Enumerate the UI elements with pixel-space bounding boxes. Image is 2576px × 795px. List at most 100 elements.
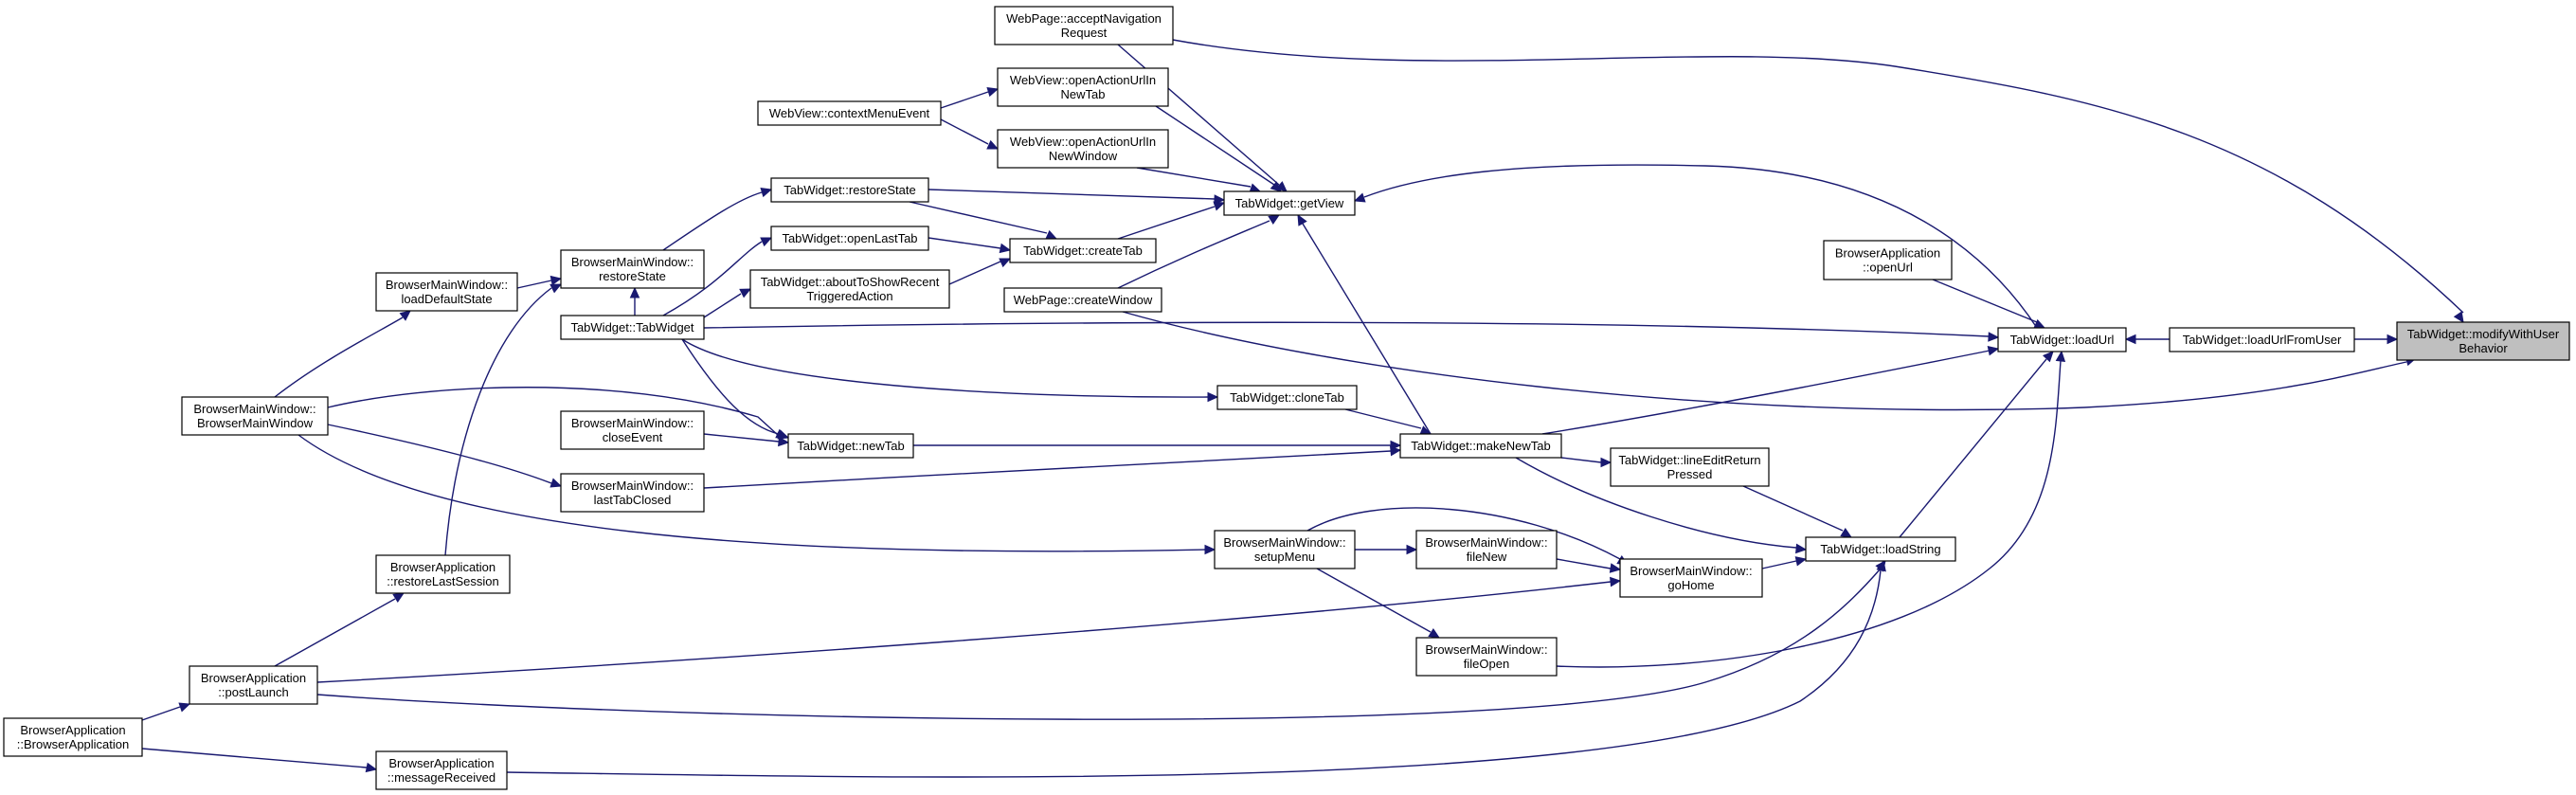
edge-tabWidgetCtor-to-cloneTab — [681, 338, 1219, 403]
edge-fileNew-to-goHome — [1556, 558, 1622, 573]
node-label: BrowserMainWindow:: — [1425, 642, 1547, 657]
node-bmwRestoreState[interactable]: BrowserMainWindow::restoreState — [560, 249, 705, 289]
arrowhead — [2387, 334, 2399, 345]
node-makeNewTab[interactable]: TabWidget::makeNewTab — [1399, 433, 1562, 459]
arrowhead — [760, 237, 773, 247]
node-openLastTab[interactable]: TabWidget::openLastTab — [770, 226, 929, 251]
node-label: TabWidget::lineEditReturn — [1618, 453, 1760, 467]
edge-openActionUrlInNewWindow-to-getView — [1136, 167, 1262, 193]
arrowhead — [1610, 576, 1622, 587]
edge-line — [1556, 558, 1612, 569]
arrowhead — [778, 436, 790, 447]
arrowhead — [178, 702, 191, 713]
arrowhead — [760, 188, 773, 198]
node-aboutToShowRecentTriggeredAction[interactable]: TabWidget::aboutToShowRecentTriggeredAct… — [749, 269, 950, 309]
node-box — [560, 315, 705, 340]
edge-line — [506, 569, 1882, 778]
node-box — [1223, 190, 1356, 216]
node-lastTabClosed[interactable]: BrowserMainWindow::lastTabClosed — [560, 473, 705, 513]
edge-line — [948, 261, 1001, 285]
edge-postLaunch-to-restoreLastSession — [274, 592, 405, 667]
edge-acceptNavigationRequest-to-modifyWithUserBehavior — [1172, 39, 2464, 324]
node-contextMenuEvent[interactable]: WebView::contextMenuEvent — [757, 100, 942, 126]
edge-baCtor-to-messageReceived — [141, 748, 378, 773]
edge-tabWidgetCtor-to-openLastTab — [662, 237, 773, 316]
arrowhead — [777, 429, 790, 440]
edge-postLaunch-to-goHome — [316, 576, 1622, 683]
node-label: WebView::contextMenuEvent — [769, 106, 930, 120]
node-fileOpen[interactable]: BrowserMainWindow::fileOpen — [1415, 637, 1558, 677]
edge-line — [327, 387, 780, 437]
node-label: TabWidget::loadUrl — [2010, 333, 2115, 347]
node-label: TabWidget::cloneTab — [1230, 390, 1344, 405]
node-box — [1009, 238, 1157, 263]
node-restoreState[interactable]: TabWidget::restoreState — [770, 177, 929, 203]
arrowhead — [999, 243, 1012, 254]
node-messageReceived[interactable]: BrowserApplication::messageReceived — [375, 750, 508, 790]
node-setupMenu[interactable]: BrowserMainWindow::setupMenu — [1214, 530, 1356, 569]
node-createTab[interactable]: TabWidget::createTab — [1009, 238, 1157, 263]
node-label: fileOpen — [1464, 657, 1509, 671]
edge-tabWidgetCtor-to-loadUrl — [703, 321, 2000, 342]
node-label: TabWidget::openLastTab — [782, 231, 917, 245]
edge-line — [1541, 350, 1991, 435]
node-openUrl[interactable]: BrowserApplication::openUrl — [1823, 240, 1953, 280]
edge-line — [274, 316, 404, 398]
edge-line — [297, 434, 1206, 552]
node-label: BrowserMainWindow:: — [1630, 564, 1752, 578]
node-label: TriggeredAction — [806, 289, 892, 303]
edge-line — [1932, 279, 2038, 323]
node-label: BrowserMainWindow:: — [571, 416, 694, 430]
edge-line — [703, 293, 742, 318]
node-label: WebView::openActionUrlIn — [1010, 135, 1156, 149]
node-box — [560, 249, 705, 289]
node-newTab[interactable]: TabWidget::newTab — [787, 433, 914, 459]
node-label: BrowserMainWindow:: — [1223, 535, 1345, 550]
node-loadUrl[interactable]: TabWidget::loadUrl — [1997, 327, 2127, 352]
node-loadString[interactable]: TabWidget::loadString — [1805, 536, 1956, 562]
node-loadUrlFromUser[interactable]: TabWidget::loadUrlFromUser — [2169, 327, 2355, 352]
node-createWindow[interactable]: WebPage::createWindow — [1003, 287, 1162, 313]
node-goHome[interactable]: BrowserMainWindow::goHome — [1619, 558, 1763, 598]
node-loadDefaultState[interactable]: BrowserMainWindow::loadDefaultState — [375, 272, 518, 312]
arrowhead — [1297, 213, 1307, 226]
edge-line — [141, 706, 181, 721]
edge-bmwCtor-to-setupMenu — [297, 434, 1216, 555]
edge-line — [662, 241, 763, 316]
node-closeEvent[interactable]: BrowserMainWindow::closeEvent — [560, 410, 705, 450]
arrowhead — [549, 275, 563, 286]
arrowhead — [1600, 457, 1612, 468]
node-getView[interactable]: TabWidget::getView — [1223, 190, 1356, 216]
node-box — [1619, 558, 1763, 598]
node-tabWidgetCtor[interactable]: TabWidget::TabWidget — [560, 315, 705, 340]
node-label: WebPage::createWindow — [1014, 293, 1153, 307]
node-postLaunch[interactable]: BrowserApplication::postLaunch — [189, 665, 318, 705]
edge-openLastTab-to-createTab — [928, 237, 1012, 254]
node-label: WebPage::acceptNavigation — [1006, 11, 1162, 26]
node-box — [997, 67, 1169, 107]
node-baCtor[interactable]: BrowserApplication::BrowserApplication — [3, 717, 143, 757]
arrowhead — [986, 139, 1000, 150]
edge-line — [1363, 164, 2038, 329]
node-label: TabWidget::newTab — [797, 439, 904, 453]
arrowhead — [2453, 311, 2464, 324]
node-fileNew[interactable]: BrowserMainWindow::fileNew — [1415, 530, 1558, 569]
node-box — [1399, 433, 1562, 459]
node-cloneTab[interactable]: TabWidget::cloneTab — [1216, 385, 1358, 410]
node-box — [2169, 327, 2355, 352]
node-label: closeEvent — [603, 430, 663, 444]
node-box — [1823, 240, 1953, 280]
node-label: BrowserMainWindow:: — [386, 278, 508, 292]
node-label: goHome — [1667, 578, 1714, 592]
node-bmwCtor[interactable]: BrowserMainWindow::BrowserMainWindow — [181, 396, 329, 436]
edge-line — [928, 237, 1001, 249]
edge-contextMenuEvent-to-openActionUrlInNewTab — [940, 87, 1000, 109]
node-box — [2396, 321, 2570, 361]
node-box — [375, 750, 508, 790]
node-restoreLastSession[interactable]: BrowserApplication::restoreLastSession — [375, 554, 511, 594]
